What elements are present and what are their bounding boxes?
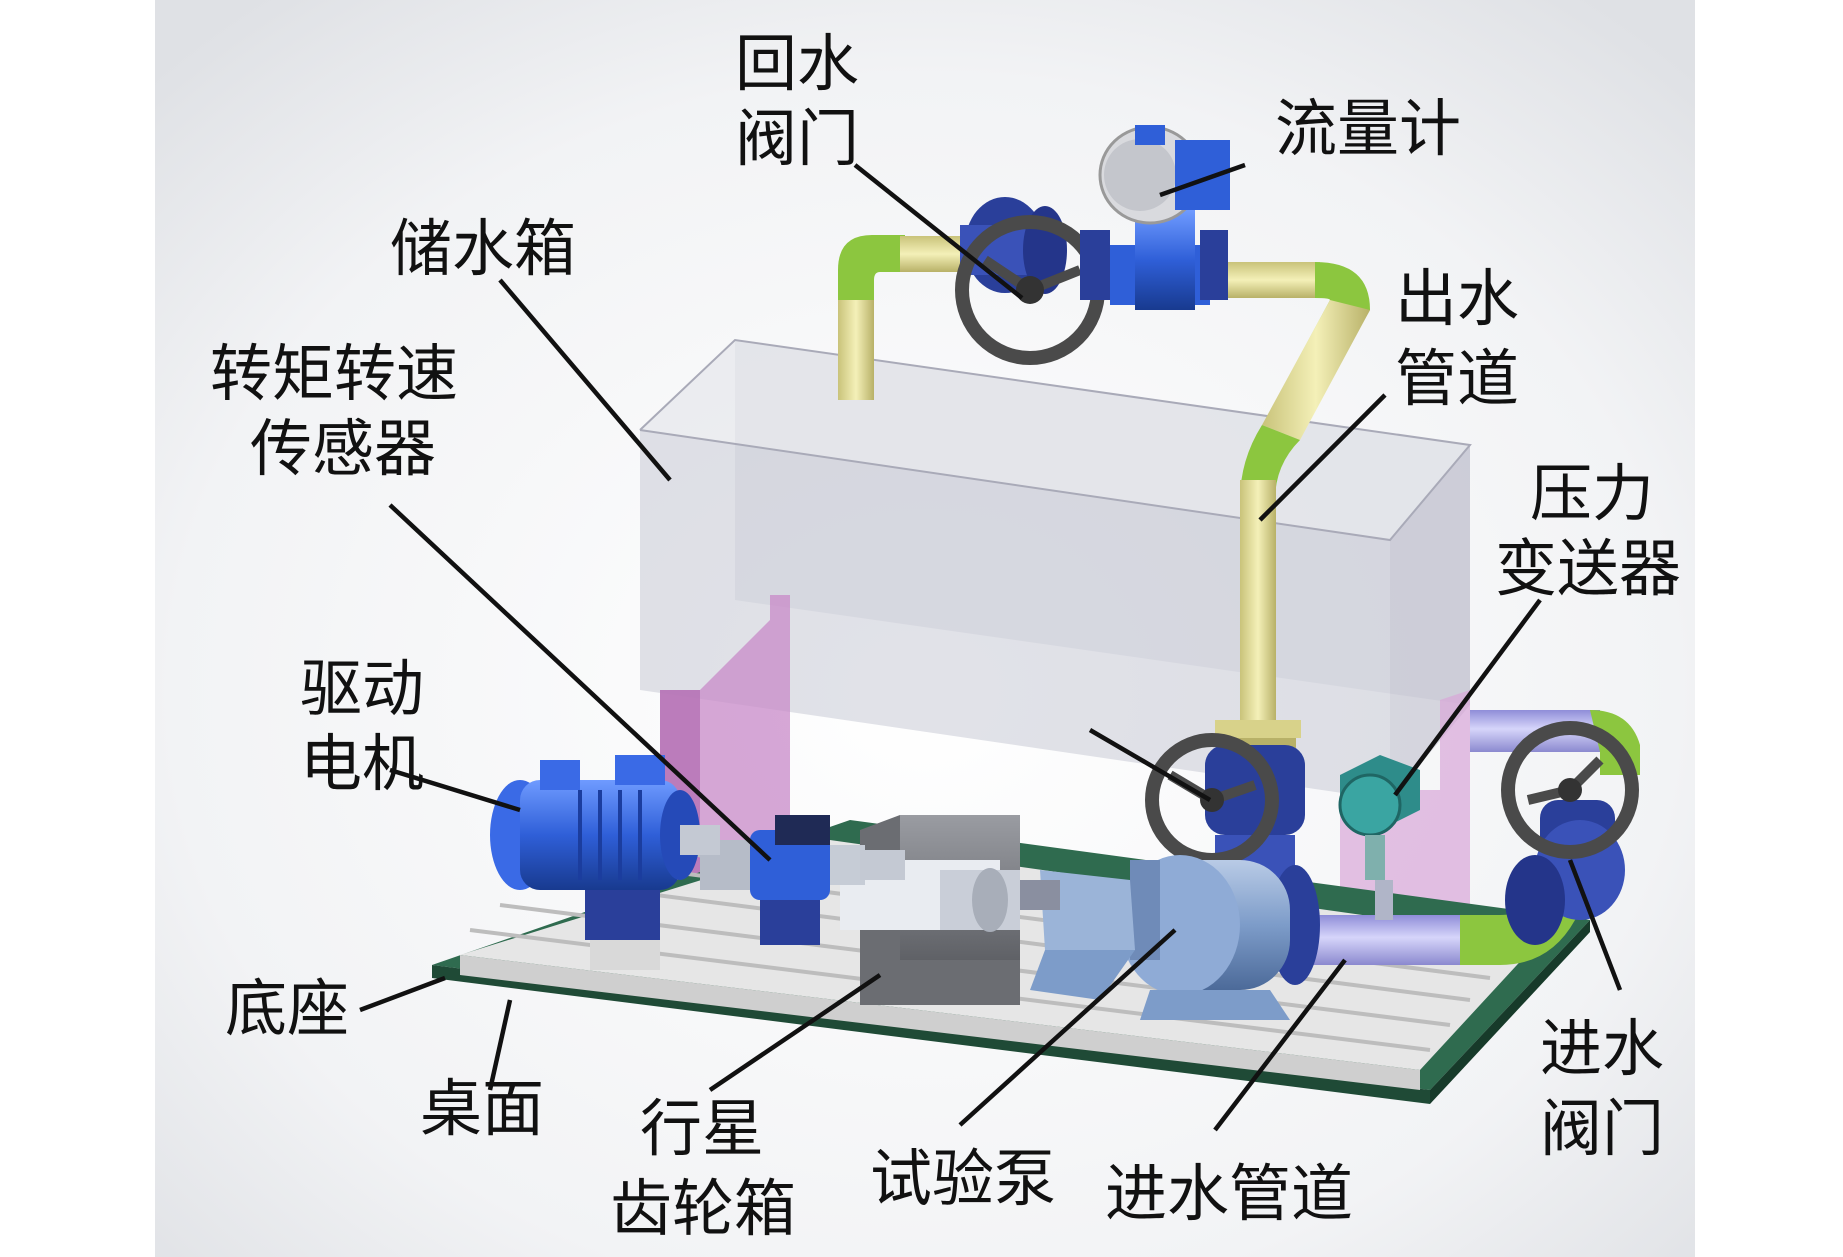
label-torque-sensor-line2: 传感器 — [250, 412, 436, 485]
label-drive-motor-line1: 驱动 — [300, 652, 424, 725]
label-inlet-valve-line1: 进水 — [1540, 1012, 1664, 1085]
outlet-pipe — [838, 235, 1370, 748]
drive-motor — [490, 755, 700, 970]
shaft-couplings — [680, 825, 905, 880]
label-gearbox-line2: 齿轮箱 — [610, 1172, 796, 1245]
label-inlet-valve-line2: 阀门 — [1540, 1092, 1664, 1165]
label-base: 底座 — [225, 972, 349, 1045]
label-gearbox-line1: 行星 — [640, 1092, 764, 1165]
label-inlet-pipe: 进水管道 — [1105, 1157, 1353, 1230]
label-test-pump: 试验泵 — [870, 1142, 1056, 1215]
label-drive-motor-line2: 电机 — [300, 727, 424, 800]
labels: 回水 阀门 流量计 储水箱 转矩转速 传感器 出水 管道 压力 变送器 驱动 电… — [210, 27, 1681, 1245]
flowmeter — [1080, 125, 1230, 310]
label-return-valve-line1: 回水 — [735, 27, 859, 100]
label-torque-sensor-line1: 转矩转速 — [210, 337, 458, 410]
label-pressure-transmitter-line1: 压力 — [1530, 457, 1654, 530]
torque-speed-sensor — [700, 815, 865, 945]
label-tabletop: 桌面 — [420, 1072, 544, 1145]
label-outlet-pipe-line1: 出水 — [1395, 262, 1519, 335]
inlet-valve — [1501, 721, 1639, 945]
label-return-valve-line2: 阀门 — [735, 102, 859, 175]
label-pressure-transmitter-line2: 变送器 — [1495, 532, 1681, 605]
label-water-tank: 储水箱 — [390, 212, 576, 285]
leader-lines — [359, 162, 1623, 1132]
label-flowmeter: 流量计 — [1275, 92, 1461, 165]
planetary-gearbox — [840, 815, 1060, 1005]
label-outlet-pipe-line2: 管道 — [1395, 342, 1519, 415]
return-valve — [955, 197, 1105, 365]
pressure-transmitter — [1338, 755, 1420, 920]
